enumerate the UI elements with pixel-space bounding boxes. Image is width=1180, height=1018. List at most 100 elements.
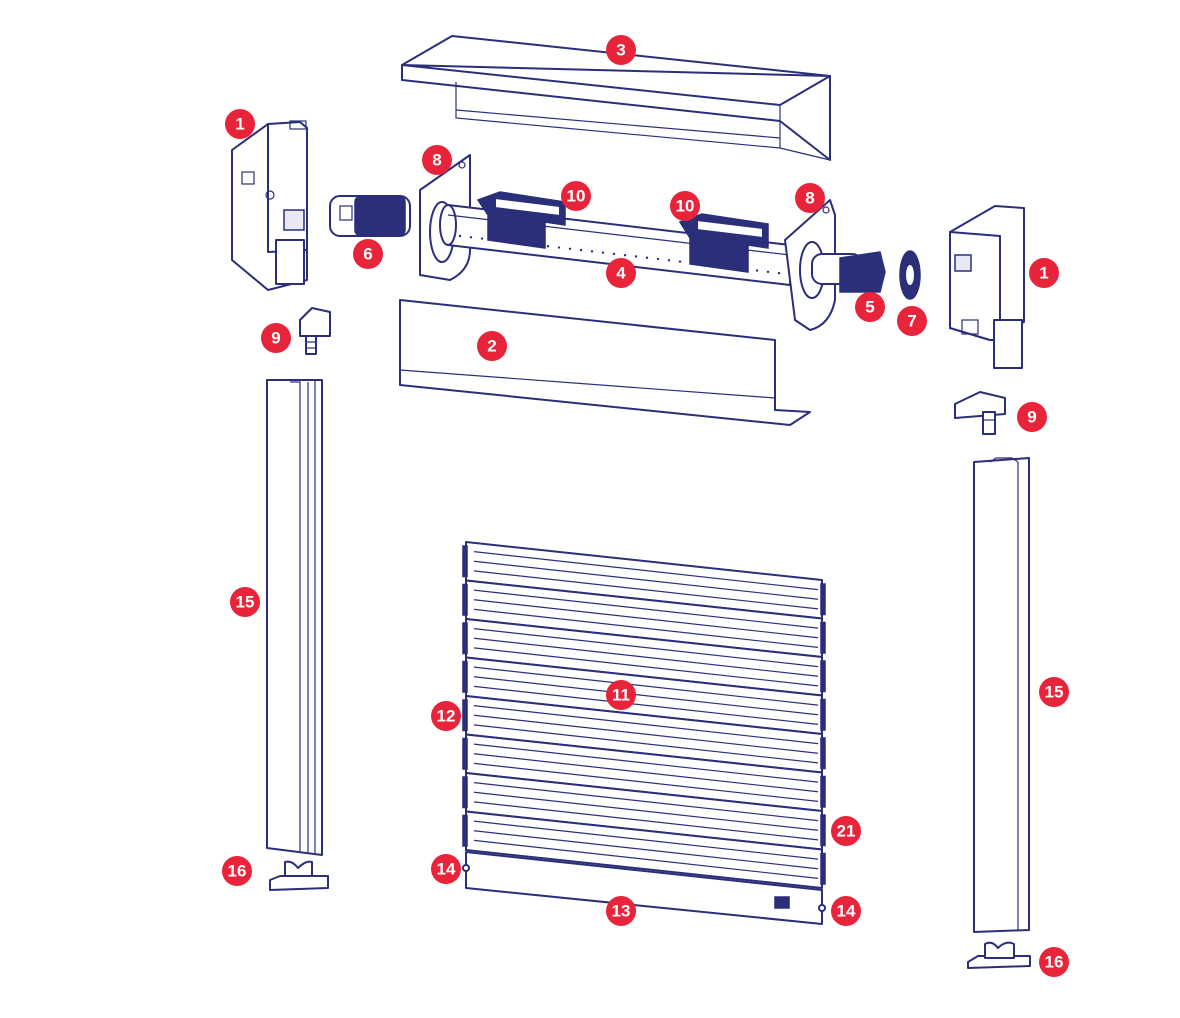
slat-end-clip bbox=[462, 737, 468, 770]
slat-end-clip bbox=[820, 737, 826, 770]
right-spring-clip-part bbox=[678, 213, 769, 273]
slat-groove-line bbox=[473, 743, 819, 783]
slat-end-clip bbox=[462, 699, 468, 732]
left-guide-lock-part bbox=[299, 307, 331, 355]
callout-number: 3 bbox=[616, 41, 625, 60]
slat-end-clip bbox=[462, 545, 468, 578]
callout-badge-c1-right: 1 bbox=[1029, 258, 1059, 288]
slat-end-clip bbox=[820, 775, 826, 808]
callout-badge-c14-right: 14 bbox=[831, 896, 861, 926]
right-adapter-part bbox=[811, 251, 886, 293]
callout-number: 16 bbox=[1045, 953, 1064, 972]
bottom-rail-part bbox=[465, 851, 823, 925]
callout-number: 5 bbox=[865, 298, 874, 317]
front-cover-part bbox=[399, 299, 811, 426]
callout-number: 8 bbox=[432, 151, 441, 170]
callout-badge-c9-right: 9 bbox=[1017, 402, 1047, 432]
slat-groove-line bbox=[473, 676, 819, 716]
slat-groove-line bbox=[473, 628, 819, 668]
callout-number: 15 bbox=[1045, 683, 1064, 702]
callout-badge-c6: 6 bbox=[353, 239, 383, 269]
right-end-cap-part bbox=[967, 941, 1031, 969]
callout-badge-c3: 3 bbox=[606, 35, 636, 65]
callout-badge-c1-left: 1 bbox=[225, 109, 255, 139]
slat-groove-line bbox=[473, 560, 819, 600]
slat-groove-line bbox=[473, 714, 819, 754]
top-cover-part bbox=[401, 35, 831, 161]
shutter-curtain-part bbox=[462, 541, 826, 925]
right-side-bracket-part bbox=[949, 205, 1025, 369]
slat-groove-line bbox=[473, 599, 819, 639]
callout-number: 11 bbox=[612, 686, 630, 705]
slat-end-clip bbox=[462, 776, 468, 809]
callout-badge-c13: 13 bbox=[606, 896, 636, 926]
callout-number: 12 bbox=[437, 707, 456, 726]
callout-badge-c8-right: 8 bbox=[795, 183, 825, 213]
callout-number: 9 bbox=[271, 329, 280, 348]
callout-badge-c9-left: 9 bbox=[261, 323, 291, 353]
left-end-cap-part bbox=[269, 860, 329, 891]
callout-badge-c10-right: 10 bbox=[670, 191, 700, 221]
callout-badge-c14-left: 14 bbox=[431, 854, 461, 884]
callout-number: 1 bbox=[1039, 264, 1048, 283]
slat-end-clip bbox=[462, 583, 468, 616]
callout-number: 14 bbox=[837, 902, 856, 921]
callout-badge-c15-left: 15 bbox=[230, 587, 260, 617]
slat-groove-line bbox=[473, 839, 819, 879]
gear-part bbox=[899, 250, 921, 300]
callout-number: 8 bbox=[805, 189, 814, 208]
callout-badge-c7: 7 bbox=[897, 306, 927, 336]
callout-number: 9 bbox=[1027, 408, 1036, 427]
slat-end-clip bbox=[820, 814, 826, 847]
left-adapter-part bbox=[329, 195, 411, 237]
slat-groove-line bbox=[473, 589, 819, 629]
callout-badge-c4: 4 bbox=[606, 258, 636, 288]
slat-groove-line bbox=[473, 820, 819, 860]
slat-groove-line bbox=[473, 551, 819, 591]
slat-groove-line bbox=[473, 705, 819, 745]
slat-end-clip bbox=[820, 621, 826, 654]
left-spring-clip-part bbox=[476, 191, 566, 249]
callout-badge-c8-left: 8 bbox=[422, 145, 452, 175]
slat-end-clip bbox=[820, 660, 826, 693]
callout-badge-c21: 21 bbox=[831, 816, 861, 846]
slat-groove-line bbox=[473, 666, 819, 706]
callout-number: 13 bbox=[612, 902, 631, 921]
callout-badge-c12: 12 bbox=[431, 701, 461, 731]
slat-end-clip bbox=[462, 814, 468, 847]
slat-end-clip bbox=[462, 622, 468, 655]
left-side-bracket-part bbox=[231, 120, 308, 291]
slat-groove-line bbox=[473, 782, 819, 822]
callout-number: 6 bbox=[363, 245, 372, 264]
slat-groove-line bbox=[473, 830, 819, 870]
callout-badge-c5: 5 bbox=[855, 292, 885, 322]
slat-end-clip bbox=[820, 852, 826, 885]
slat-groove-line bbox=[473, 685, 819, 725]
callout-badge-c15-right: 15 bbox=[1039, 677, 1069, 707]
left-guide-rail-part bbox=[266, 379, 323, 856]
callout-number: 21 bbox=[837, 822, 856, 841]
right-guide-lock-part bbox=[954, 391, 1006, 435]
slat-groove-line bbox=[473, 647, 819, 687]
slat-groove-line bbox=[473, 724, 819, 764]
callout-badge-c2: 2 bbox=[477, 331, 507, 361]
callout-badge-c16-left: 16 bbox=[222, 856, 252, 886]
slat-groove-line bbox=[473, 637, 819, 677]
slat-groove-line bbox=[473, 801, 819, 841]
callout-number: 2 bbox=[487, 337, 496, 356]
callout-number: 10 bbox=[676, 197, 695, 216]
callout-number: 10 bbox=[567, 187, 586, 206]
slat-end-clip bbox=[820, 698, 826, 731]
slat-groove-line bbox=[473, 791, 819, 831]
callout-number: 4 bbox=[616, 264, 626, 283]
callout-number: 1 bbox=[235, 115, 244, 134]
slat-end-clip bbox=[462, 660, 468, 693]
slat-groove-line bbox=[473, 608, 819, 648]
callout-badge-c11: 11 bbox=[606, 680, 636, 710]
slat-groove-line bbox=[473, 753, 819, 793]
slat-end-clip bbox=[820, 583, 826, 616]
callout-badge-c16-right: 16 bbox=[1039, 947, 1069, 977]
slat-groove-line bbox=[473, 762, 819, 802]
callout-number: 14 bbox=[437, 860, 456, 879]
